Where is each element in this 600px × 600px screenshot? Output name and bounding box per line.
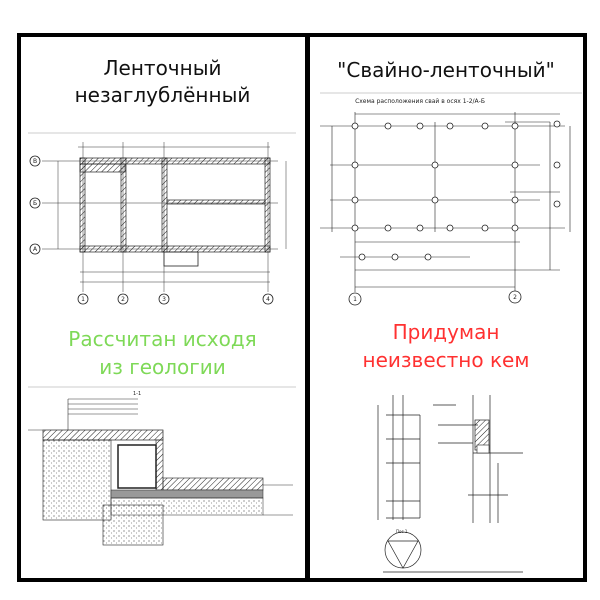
- detail-label: Пос 1: [396, 529, 408, 534]
- col-axis-label: 4: [266, 296, 270, 303]
- row-axis-label: Б: [33, 200, 37, 207]
- row-axis-label: А: [33, 246, 38, 253]
- right-caption-line2: неизвестно кем: [362, 348, 530, 372]
- right-title: "Свайно-ленточный": [337, 58, 555, 82]
- section-label: 1-1: [133, 391, 141, 397]
- right-caption: Придуман неизвестно кем: [310, 318, 582, 374]
- left-caption-line1: Рассчитан исходя: [68, 327, 257, 351]
- comparison-frame: [17, 33, 587, 582]
- right-caption-line1: Придуман: [392, 320, 500, 344]
- strip-foundation-section: 1-1: [28, 386, 296, 546]
- row-axis-label: В: [33, 158, 37, 165]
- panel-divider: [305, 33, 310, 582]
- col-axis-label: 3: [162, 296, 166, 303]
- left-title: Ленточный незаглублённый: [20, 55, 305, 109]
- left-title-line2: незаглублённый: [74, 83, 251, 107]
- left-caption: Рассчитан исходя из геологии: [20, 325, 305, 381]
- plan-title: Схема расположения свай в осях 1-2/А-Б: [355, 98, 485, 105]
- col-axis-label: 2: [513, 294, 517, 301]
- col-axis-label: 2: [121, 296, 125, 303]
- col-axis-label: 1: [353, 296, 357, 303]
- col-axis-label: 1: [81, 296, 85, 303]
- left-caption-line2: из геологии: [99, 355, 226, 379]
- left-title-line1: Ленточный: [103, 56, 222, 80]
- pile-reinforcement-detail: Пос 1: [377, 395, 523, 573]
- strip-foundation-plan: В Б А 1 2 3 4: [28, 132, 296, 305]
- pile-strip-foundation-plan: Схема расположения свай в осях 1-2/А-Б 1…: [320, 92, 582, 306]
